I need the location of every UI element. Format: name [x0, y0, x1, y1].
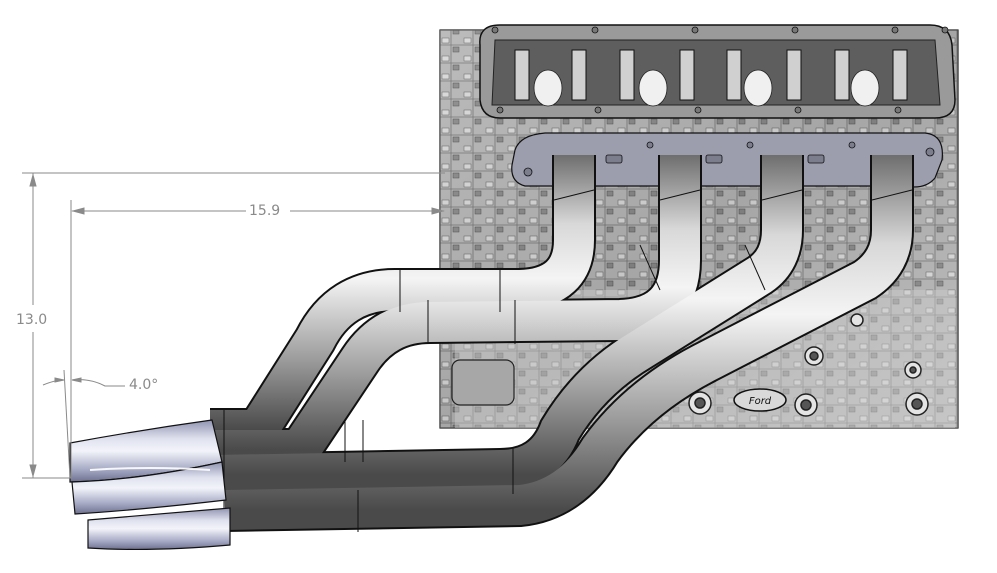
primary-tube-2	[215, 155, 700, 470]
dimension-horizontal-15-9	[70, 200, 445, 478]
dimension-angle-4	[42, 369, 125, 479]
primary-tube-4	[224, 155, 912, 530]
primary-tube-1	[210, 155, 594, 450]
primary-tube-3	[214, 155, 802, 495]
header-flange	[511, 132, 943, 188]
dimension-label-angle: 4.0°	[127, 377, 161, 393]
svg-text:Ford: Ford	[749, 396, 772, 407]
dimension-vertical-13	[22, 172, 445, 479]
ford-oval-logo: Ford	[733, 388, 787, 412]
tube-shading	[210, 155, 912, 530]
bolt-bosses	[688, 313, 929, 417]
collector	[69, 419, 231, 551]
primary-tubes	[210, 155, 914, 532]
dimension-label-horizontal: 15.9	[247, 203, 283, 219]
dimension-label-vertical: 13.0	[14, 312, 50, 328]
cylinder-head	[479, 24, 956, 119]
starter-motor	[451, 359, 515, 406]
dimension-lines	[22, 172, 445, 479]
